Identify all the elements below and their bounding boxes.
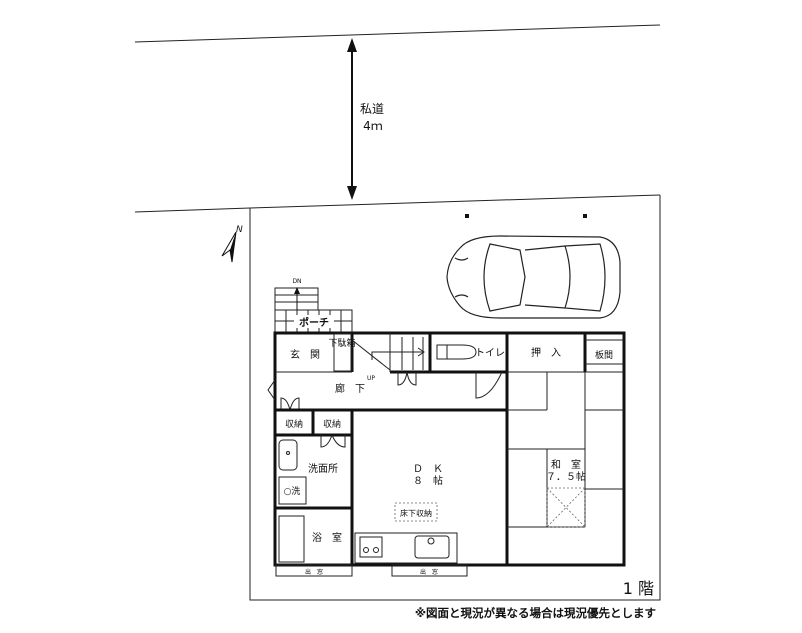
genkan-label: 玄 関 [290, 348, 320, 361]
bay-window [391, 564, 468, 577]
hallway-label: 廊 下 [335, 382, 365, 395]
storage-label: 収納 [285, 418, 303, 430]
svg-text:N: N [236, 225, 243, 235]
north-arrow-icon: N [221, 225, 243, 263]
wood-floor-label: 板間 [595, 349, 613, 361]
bathroom-label: 浴 室 [312, 531, 342, 544]
washroom-label: 洗面所 [308, 463, 338, 475]
toilet-label: トイレ [475, 348, 505, 359]
road-width-arrow [347, 38, 357, 200]
bay-window [275, 564, 353, 577]
washitsu-size: ７．５帖 [546, 470, 586, 483]
disclaimer-note: ※図面と現況が異なる場合は現況優先とします [415, 606, 656, 620]
bathtub-icon [278, 515, 305, 563]
shoe-cabinet-label: 下駄箱 [328, 337, 355, 349]
kitchen-sink-icon [414, 535, 450, 559]
closet-label: 押 入 [531, 346, 561, 359]
underfloor-storage-label: 床下収納 [400, 508, 432, 518]
stairs-up-label: UP [367, 375, 375, 382]
staircase [351, 333, 425, 372]
kitchen-counter [354, 532, 458, 564]
stove-icon [359, 536, 383, 558]
porch-label: ポーチ [299, 316, 329, 329]
boundary-marker [583, 214, 587, 218]
car-icon [446, 235, 621, 319]
dk-size: ８ 帖 [413, 474, 443, 487]
private-road: 私道 4ｍ [134, 24, 661, 213]
road-label: 私道 [360, 102, 384, 116]
dk-label: Ｄ Ｋ [413, 464, 443, 475]
road-width: 4ｍ [363, 119, 383, 133]
washitsu-label: 和 室 [551, 458, 581, 471]
lot-boundary [249, 195, 661, 601]
washer-space [278, 476, 307, 505]
porch: DN ポーチ [274, 278, 353, 334]
tatami [507, 372, 624, 528]
door [267, 371, 503, 411]
storage-label: 収納 [323, 418, 341, 430]
stairs-down-label: DN [292, 278, 301, 285]
svg-text:出 窓: 出 窓 [305, 568, 323, 576]
boundary-marker [465, 214, 469, 218]
house-plan: 下駄箱 玄 関 UP トイレ 押 入 板間 廊 下 [267, 331, 626, 577]
sink-icon [278, 439, 298, 471]
floor-label: 1 階 [623, 579, 654, 598]
svg-text:出 窓: 出 窓 [420, 568, 438, 576]
washer-label: ○洗 [284, 485, 301, 497]
toilet-icon [436, 344, 477, 360]
